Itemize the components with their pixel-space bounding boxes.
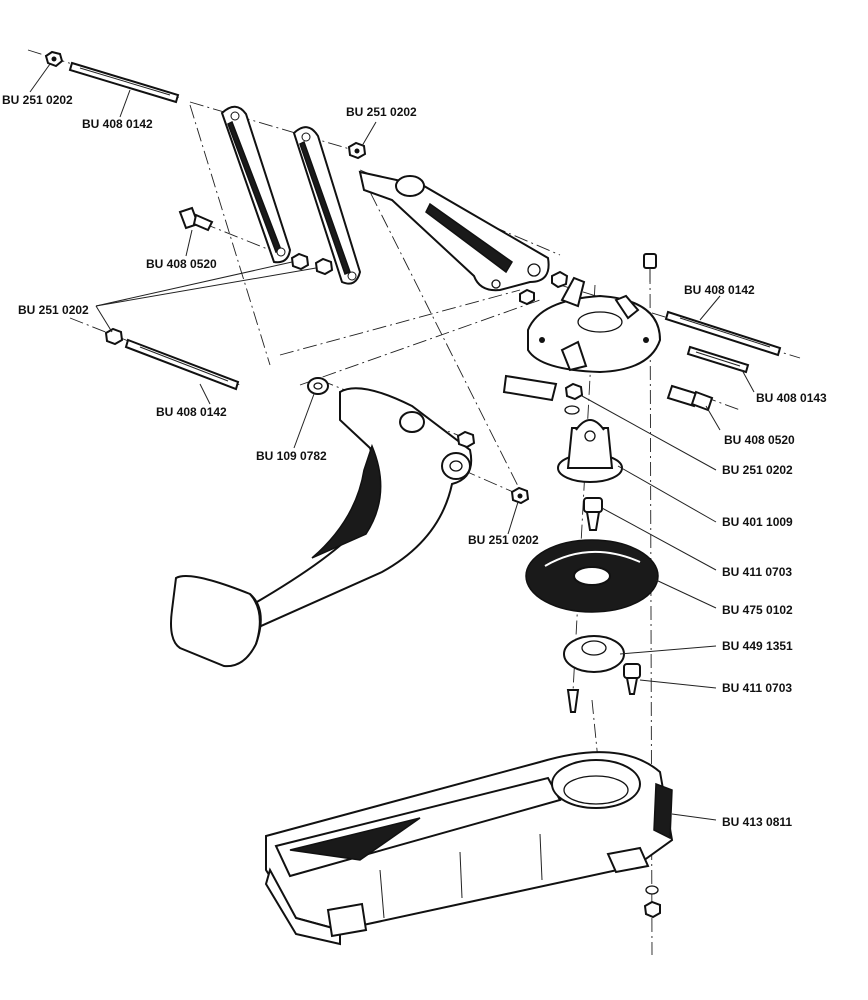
- leader-lines: [29, 63, 755, 821]
- label-pivot-cup: BU 401 1009: [722, 515, 793, 529]
- pin-right: [666, 384, 714, 412]
- foot-pad: [170, 575, 262, 668]
- small-bolt: [566, 689, 580, 713]
- hex-nut-top-center: [347, 141, 367, 160]
- bushing: [307, 377, 329, 395]
- hex-nut-lower-center: [510, 486, 530, 505]
- screw-upper: [583, 497, 603, 531]
- flange-ring: [563, 635, 625, 673]
- label-nut-right: BU 251 0202: [722, 463, 793, 477]
- mounting-bracket: [527, 276, 662, 374]
- bell-crank-lever: [358, 170, 569, 306]
- rod-lower-left: [124, 338, 240, 391]
- pedal-arm: [234, 387, 476, 632]
- key-block: [502, 374, 558, 402]
- label-housing: BU 413 0811: [722, 815, 792, 829]
- bottom-washer-nut: [643, 885, 661, 919]
- hex-nut-group: [104, 252, 334, 346]
- housing-base: [264, 751, 674, 946]
- label-nut-left-group: BU 251 0202: [18, 303, 89, 317]
- rod-top-left: [68, 61, 180, 104]
- label-dish: BU 475 0102: [722, 603, 793, 617]
- hex-nut-right: [564, 382, 584, 415]
- link-plate-right: [292, 126, 362, 285]
- label-screw-upper: BU 411 0703: [722, 565, 792, 579]
- label-nut-top-center: BU 251 0202: [346, 105, 417, 119]
- label-bushing: BU 109 0782: [256, 449, 327, 463]
- rod-right-upper: [664, 310, 782, 357]
- hex-nut-top-left: [44, 50, 64, 68]
- part-labels: BU 251 0202 BU 408 0142 BU 251 0202 BU 4…: [2, 93, 827, 829]
- pivot-cup: [557, 419, 623, 483]
- label-flange-ring: BU 449 1351: [722, 639, 793, 653]
- label-rod-top-left: BU 408 0142: [82, 117, 153, 131]
- dish-plate: [525, 539, 659, 613]
- label-nut-top-left: BU 251 0202: [2, 93, 73, 107]
- label-pin-left: BU 408 0520: [146, 257, 217, 271]
- label-rod-right-lower: BU 408 0143: [756, 391, 827, 405]
- label-screw-lower: BU 411 0703: [722, 681, 792, 695]
- pin-left: [178, 206, 214, 232]
- label-rod-lower-left: BU 408 0142: [156, 405, 227, 419]
- label-nut-lower-center: BU 251 0202: [468, 533, 539, 547]
- screw-lower: [623, 663, 641, 695]
- bolt-top-right: [643, 253, 657, 282]
- label-pin-right: BU 408 0520: [724, 433, 795, 447]
- link-plate-left: [220, 105, 292, 264]
- label-rod-right-upper: BU 408 0142: [684, 283, 755, 297]
- rod-right-lower: [686, 345, 750, 374]
